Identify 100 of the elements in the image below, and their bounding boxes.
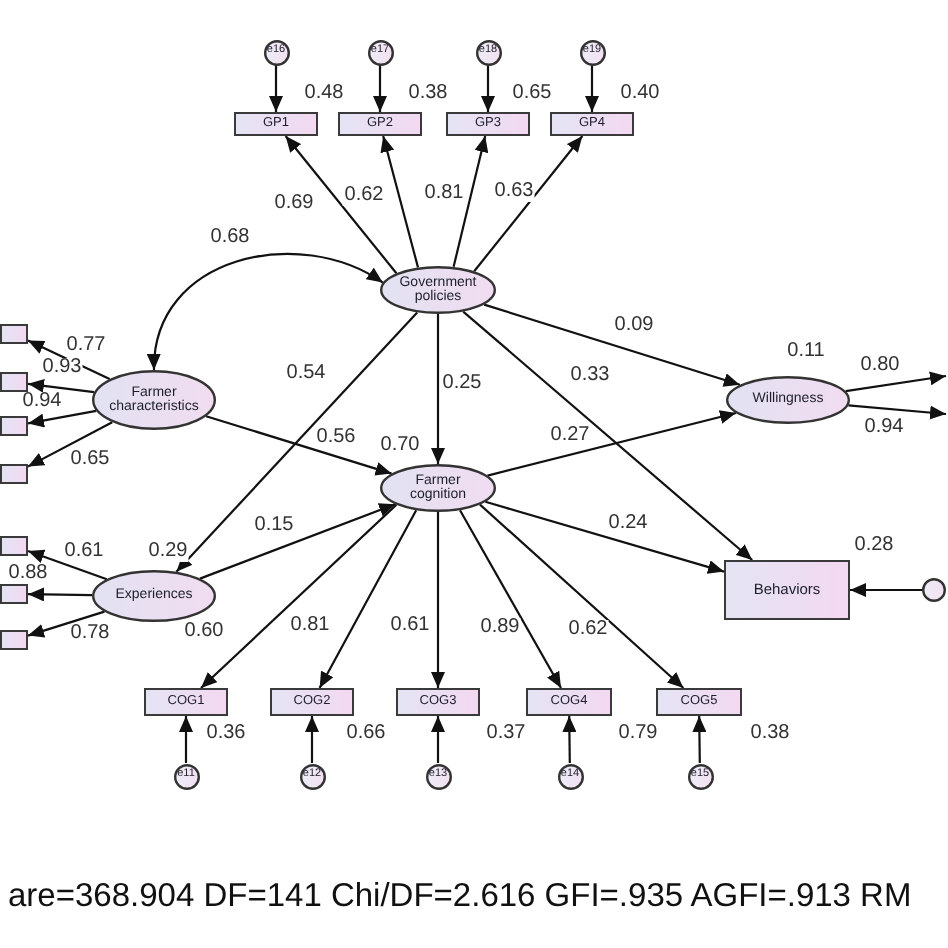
observed-variable-box [550, 112, 634, 136]
edge-label: 0.93 [40, 358, 84, 378]
arrow [269, 65, 283, 112]
arrow [27, 610, 105, 638]
arrow [318, 509, 418, 689]
edge-label: 0.81 [288, 616, 332, 636]
arrow [850, 583, 922, 597]
edge-label: 0.94 [862, 418, 906, 438]
value-label: 0.29 [146, 542, 190, 562]
edge-label: 0.77 [64, 336, 108, 356]
edge-label: 0.33 [568, 366, 612, 386]
error-term-circle [475, 39, 501, 65]
value-label: 0.66 [344, 724, 388, 744]
edge-label: 0.88 [6, 564, 50, 584]
arrow [479, 503, 685, 689]
edge-label: 0.27 [548, 426, 592, 446]
arrow [848, 404, 947, 420]
latent-variable-ellipse [726, 376, 850, 424]
arrow [462, 310, 753, 561]
arrow [175, 311, 418, 573]
edge-label: 0.81 [422, 184, 466, 204]
observed-variable-box [234, 112, 318, 136]
value-label: 0.40 [618, 84, 662, 104]
arrow [27, 378, 95, 394]
arrow [179, 716, 193, 763]
latent-variable-ellipse [92, 570, 216, 622]
error-term-circle [173, 763, 199, 789]
arrow [27, 409, 97, 428]
edge-label: 0.60 [182, 622, 226, 642]
latent-variable-ellipse [380, 464, 496, 512]
edge-label: 0.24 [606, 514, 650, 534]
arrow [692, 716, 707, 763]
edge-label: 0.80 [858, 356, 902, 376]
observed-variable-box [446, 112, 530, 136]
indicator-box [0, 536, 28, 556]
arrow [562, 716, 577, 763]
indicator-box [0, 324, 28, 344]
arrow [485, 500, 725, 574]
value-label: 0.38 [748, 724, 792, 744]
observed-variable-box [526, 688, 612, 716]
value-label: 0.65 [510, 84, 554, 104]
latent-variable-ellipse [92, 370, 216, 430]
error-term-circle [367, 39, 393, 65]
fit-statistics-text: are=368.904 DF=141 Chi/DF=2.616 GFI=.935 AGFI=.913 RM [8, 878, 912, 915]
indicator-box [0, 372, 28, 392]
arrow [199, 503, 396, 580]
edge-label: 0.56 [314, 428, 358, 448]
value-label: 0.70 [378, 436, 422, 456]
observed-variable-box [144, 688, 228, 716]
arrow [373, 65, 387, 112]
arrow [28, 587, 92, 602]
arrow [305, 716, 319, 763]
edge-label: 0.15 [252, 516, 296, 536]
arrow [27, 339, 111, 380]
latent-variable-ellipse [380, 266, 496, 314]
arrow [483, 303, 741, 387]
error-term-circle [922, 578, 946, 602]
observed-variable-box [396, 688, 480, 716]
edge-label: 0.78 [68, 624, 112, 644]
value-label: 0.37 [484, 724, 528, 744]
edge-label: 0.62 [342, 186, 386, 206]
error-term-circle [299, 763, 325, 789]
edge-label: 0.63 [492, 182, 536, 202]
value-label: 0.38 [406, 84, 450, 104]
arrow [585, 65, 599, 112]
observed-variable-box [724, 560, 850, 620]
edge-label: 0.94 [20, 392, 64, 412]
observed-variable-box [270, 688, 354, 716]
arrow [205, 415, 392, 476]
arrow [459, 509, 562, 689]
observed-variable-box [656, 688, 742, 716]
edge-label: 0.62 [566, 620, 610, 640]
error-term-circle [263, 39, 289, 65]
edge-label: 0.25 [440, 374, 484, 394]
error-term-circle [687, 763, 713, 789]
edge-label: 0.61 [388, 616, 432, 636]
arrow [431, 314, 445, 464]
value-label: 0.79 [616, 724, 660, 744]
arrow [845, 371, 947, 393]
value-label: 0.28 [852, 536, 896, 556]
arrow [380, 135, 420, 268]
indicator-box [0, 464, 28, 484]
error-term-circle [557, 763, 583, 789]
edge-label: 0.69 [272, 194, 316, 214]
arrow [431, 716, 445, 763]
arrow [200, 504, 398, 689]
edge-label: 0.61 [62, 542, 106, 562]
error-term-circle [425, 763, 451, 789]
arrow [487, 410, 737, 477]
edge-label: 0.65 [68, 450, 112, 470]
edge-label: 0.89 [478, 618, 522, 638]
curved-double-headed-arrow [148, 252, 384, 371]
indicator-box [0, 630, 28, 650]
arrow [481, 65, 495, 112]
arrow [27, 421, 113, 468]
error-term-circle [579, 39, 605, 65]
value-label: 0.36 [204, 724, 248, 744]
edge-label: 0.68 [208, 228, 252, 248]
indicator-box [0, 416, 28, 436]
arrow [27, 549, 108, 581]
